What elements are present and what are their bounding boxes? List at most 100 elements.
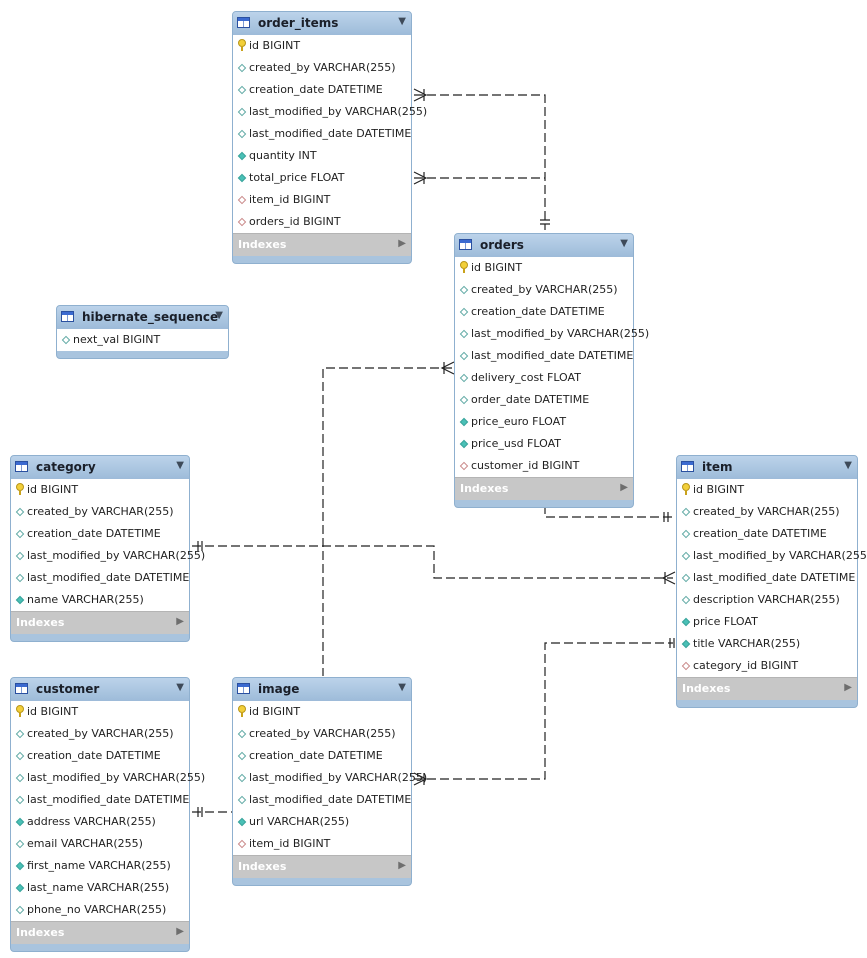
column-row[interactable]: creation_date DATETIME xyxy=(11,745,189,767)
column-row[interactable]: category_id BIGINT xyxy=(677,655,857,677)
column-row[interactable]: last_modified_by VARCHAR(255) xyxy=(455,323,649,345)
table-title: item xyxy=(702,460,733,474)
indexes-bar[interactable]: Indexes ▶ xyxy=(677,677,857,700)
primary-key-icon xyxy=(238,39,246,51)
column-row[interactable]: last_modified_date DATETIME xyxy=(233,123,411,145)
column-row[interactable]: phone_no VARCHAR(255) xyxy=(11,899,189,921)
nullable-column-icon xyxy=(237,773,247,783)
table-header[interactable]: item ▼ xyxy=(677,456,857,479)
column-row[interactable]: last_modified_date DATETIME xyxy=(233,789,411,811)
column-row[interactable]: last_modified_date DATETIME xyxy=(11,567,189,589)
column-label: last_modified_by VARCHAR(255) xyxy=(471,327,650,340)
table-header[interactable]: orders ▼ xyxy=(455,234,633,257)
column-row[interactable]: title VARCHAR(255) xyxy=(677,633,857,655)
column-row[interactable]: url VARCHAR(255) xyxy=(233,811,411,833)
table-header[interactable]: category ▼ xyxy=(11,456,189,479)
column-row[interactable]: quantity INT xyxy=(233,145,411,167)
collapse-arrow-icon[interactable]: ▼ xyxy=(176,460,184,471)
table-item[interactable]: item ▼ id BIGINT created_by VARCHAR(255)… xyxy=(676,455,867,708)
column-row[interactable]: item_id BIGINT xyxy=(233,189,411,211)
column-row[interactable]: last_modified_by VARCHAR(255) xyxy=(677,545,867,567)
column-row[interactable]: created_by VARCHAR(255) xyxy=(455,279,633,301)
column-row[interactable]: customer_id BIGINT xyxy=(455,455,633,477)
column-row[interactable]: delivery_cost FLOAT xyxy=(455,367,633,389)
expand-arrow-icon[interactable]: ▶ xyxy=(176,616,184,627)
column-label: created_by VARCHAR(255) xyxy=(27,505,174,518)
indexes-bar[interactable]: Indexes ▶ xyxy=(233,233,411,256)
column-row[interactable]: creation_date DATETIME xyxy=(677,523,857,545)
column-row[interactable]: email VARCHAR(255) xyxy=(11,833,189,855)
column-label: created_by VARCHAR(255) xyxy=(249,61,396,74)
table-header[interactable]: hibernate_sequence ▼ xyxy=(57,306,228,329)
indexes-bar[interactable]: Indexes ▶ xyxy=(11,611,189,634)
column-row[interactable]: last_modified_date DATETIME xyxy=(677,567,857,589)
collapse-arrow-icon[interactable]: ▼ xyxy=(176,682,184,693)
expand-arrow-icon[interactable]: ▶ xyxy=(398,238,406,249)
indexes-bar[interactable]: Indexes ▶ xyxy=(233,855,411,878)
indexes-bar[interactable]: Indexes ▶ xyxy=(11,921,189,944)
foreign-key-icon xyxy=(459,461,469,471)
column-row[interactable]: created_by VARCHAR(255) xyxy=(11,723,189,745)
table-order-items[interactable]: order_items ▼ id BIGINT created_by VARCH… xyxy=(232,11,427,264)
table-image[interactable]: image ▼ id BIGINT created_by VARCHAR(255… xyxy=(232,677,427,886)
not-null-column-icon xyxy=(15,883,25,893)
nullable-column-icon xyxy=(681,551,691,561)
column-row[interactable]: created_by VARCHAR(255) xyxy=(677,501,857,523)
column-row[interactable]: id BIGINT xyxy=(455,257,633,279)
column-row[interactable]: name VARCHAR(255) xyxy=(11,589,189,611)
column-row[interactable]: last_modified_date DATETIME xyxy=(11,789,189,811)
column-row[interactable]: next_val BIGINT xyxy=(57,329,228,351)
column-row[interactable]: creation_date DATETIME xyxy=(455,301,633,323)
column-row[interactable]: item_id BIGINT xyxy=(233,833,411,855)
expand-arrow-icon[interactable]: ▶ xyxy=(620,482,628,493)
column-row[interactable]: orders_id BIGINT xyxy=(233,211,411,233)
column-row[interactable]: price_euro FLOAT xyxy=(455,411,633,433)
table-header[interactable]: order_items ▼ xyxy=(233,12,411,35)
column-row[interactable]: last_modified_by VARCHAR(255) xyxy=(11,767,205,789)
column-label: address VARCHAR(255) xyxy=(27,815,156,828)
column-row[interactable]: created_by VARCHAR(255) xyxy=(233,723,411,745)
column-row[interactable]: order_date DATETIME xyxy=(455,389,633,411)
column-row[interactable]: id BIGINT xyxy=(677,479,857,501)
expand-arrow-icon[interactable]: ▶ xyxy=(844,682,852,693)
expand-arrow-icon[interactable]: ▶ xyxy=(176,926,184,937)
column-label: creation_date DATETIME xyxy=(249,749,383,762)
expand-arrow-icon[interactable]: ▶ xyxy=(398,860,406,871)
column-row[interactable]: created_by VARCHAR(255) xyxy=(11,501,189,523)
column-row[interactable]: last_modified_by VARCHAR(255) xyxy=(233,101,427,123)
column-row[interactable]: address VARCHAR(255) xyxy=(11,811,189,833)
column-row[interactable]: creation_date DATETIME xyxy=(233,745,411,767)
column-label: creation_date DATETIME xyxy=(249,83,383,96)
column-row[interactable]: total_price FLOAT xyxy=(233,167,411,189)
collapse-arrow-icon[interactable]: ▼ xyxy=(215,310,223,321)
column-row[interactable]: id BIGINT xyxy=(11,701,189,723)
column-row[interactable]: last_modified_by VARCHAR(255) xyxy=(11,545,205,567)
collapse-arrow-icon[interactable]: ▼ xyxy=(398,682,406,693)
collapse-arrow-icon[interactable]: ▼ xyxy=(620,238,628,249)
not-null-column-icon xyxy=(15,817,25,827)
column-label: created_by VARCHAR(255) xyxy=(693,505,840,518)
collapse-arrow-icon[interactable]: ▼ xyxy=(844,460,852,471)
column-row[interactable]: price_usd FLOAT xyxy=(455,433,633,455)
indexes-bar[interactable]: Indexes ▶ xyxy=(455,477,633,500)
column-row[interactable]: last_modified_by VARCHAR(255) xyxy=(233,767,427,789)
column-row[interactable]: created_by VARCHAR(255) xyxy=(233,57,411,79)
table-hibernate-sequence[interactable]: hibernate_sequence ▼ next_val BIGINT xyxy=(56,305,229,359)
table-category[interactable]: category ▼ id BIGINT created_by VARCHAR(… xyxy=(10,455,205,642)
column-row[interactable]: last_name VARCHAR(255) xyxy=(11,877,189,899)
column-row[interactable]: id BIGINT xyxy=(11,479,189,501)
column-label: id BIGINT xyxy=(471,261,523,274)
table-header[interactable]: image ▼ xyxy=(233,678,411,701)
column-row[interactable]: first_name VARCHAR(255) xyxy=(11,855,189,877)
table-orders[interactable]: orders ▼ id BIGINT created_by VARCHAR(25… xyxy=(454,233,649,508)
column-row[interactable]: creation_date DATETIME xyxy=(233,79,411,101)
column-row[interactable]: description VARCHAR(255) xyxy=(677,589,857,611)
column-row[interactable]: last_modified_date DATETIME xyxy=(455,345,633,367)
column-row[interactable]: creation_date DATETIME xyxy=(11,523,189,545)
column-row[interactable]: id BIGINT xyxy=(233,35,411,57)
table-customer[interactable]: customer ▼ id BIGINT created_by VARCHAR(… xyxy=(10,677,205,952)
table-header[interactable]: customer ▼ xyxy=(11,678,189,701)
collapse-arrow-icon[interactable]: ▼ xyxy=(398,16,406,27)
column-row[interactable]: id BIGINT xyxy=(233,701,411,723)
column-row[interactable]: price FLOAT xyxy=(677,611,857,633)
